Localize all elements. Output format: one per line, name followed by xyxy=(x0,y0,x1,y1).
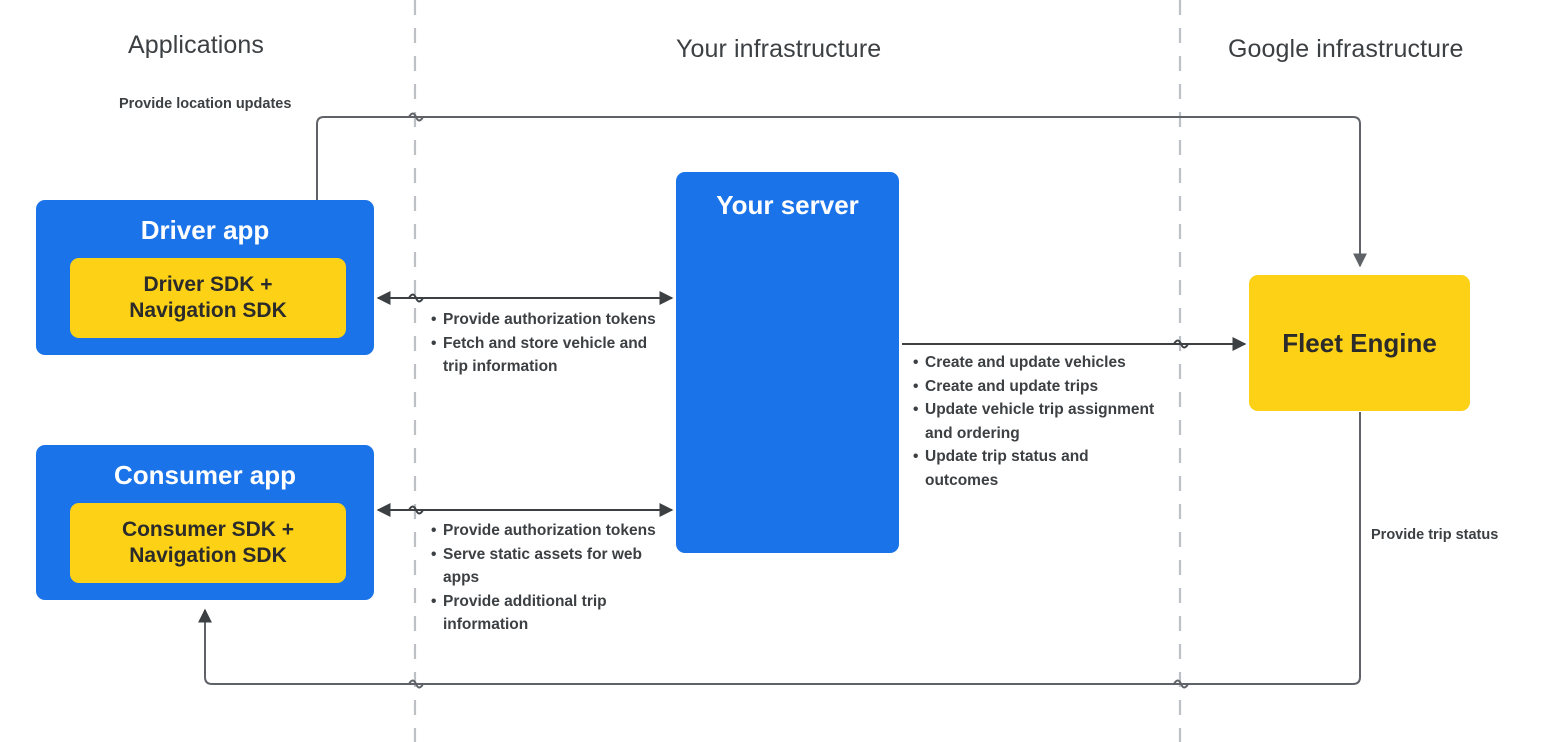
line-hop-server-fleet xyxy=(1173,339,1189,349)
bullet-item: Serve static assets for web apps xyxy=(431,543,656,590)
node-consumer-app-title: Consumer app xyxy=(113,460,297,490)
zone-title-applications: Applications xyxy=(128,31,265,59)
edge-bullets-consumer-to-server: Provide authorization tokensServe static… xyxy=(431,519,656,637)
edge-label-provide-location-updates: Provide location updates xyxy=(119,96,292,112)
node-consumer-sdk[interactable]: Consumer SDK + Navigation SDK xyxy=(70,503,346,583)
zone-title-your-infrastructure: Your infrastructure xyxy=(676,35,882,63)
bullet-item: Create and update vehicles xyxy=(913,351,1163,375)
node-fleet-engine-title: Fleet Engine xyxy=(1282,327,1437,358)
line-hop-driver-server xyxy=(408,293,424,303)
bullet-item: Create and update trips xyxy=(913,375,1163,399)
bullet-item: Update trip status and outcomes xyxy=(913,445,1163,492)
node-driver-app-title: Driver app xyxy=(140,215,270,245)
line-hop-bottom-right xyxy=(1173,679,1189,689)
edge-label-provide-trip-status: Provide trip status xyxy=(1371,527,1499,543)
node-consumer-sdk-line2: Navigation SDK xyxy=(129,544,287,567)
node-driver-sdk-line1: Driver SDK + xyxy=(143,272,273,296)
edge-driver-to-fleet-engine xyxy=(316,116,1367,268)
bullet-item: Provide authorization tokens xyxy=(431,519,656,543)
node-fleet-engine[interactable]: Fleet Engine xyxy=(1249,275,1470,411)
node-your-server[interactable]: Your server xyxy=(676,172,899,553)
edge-bullets-driver-to-server: Provide authorization tokensFetch and st… xyxy=(431,308,656,379)
node-driver-sdk-title: Driver SDK + Navigation SDK xyxy=(70,272,346,325)
node-driver-sdk[interactable]: Driver SDK + Navigation SDK xyxy=(70,258,346,338)
bullet-item: Provide additional trip information xyxy=(431,590,656,637)
bullet-item: Update vehicle trip assignment and order… xyxy=(913,398,1163,445)
bullet-item: Fetch and store vehicle and trip informa… xyxy=(431,332,656,379)
line-hop-consumer-server xyxy=(408,505,424,515)
node-driver-sdk-line2: Navigation SDK xyxy=(129,299,287,322)
node-your-server-title: Your server xyxy=(716,190,859,220)
bullet-item: Provide authorization tokens xyxy=(431,308,656,332)
edge-fleet-engine-to-consumer xyxy=(198,412,1361,685)
edge-bullets-server-to-fleet-engine: Create and update vehiclesCreate and upd… xyxy=(913,351,1163,492)
node-consumer-sdk-line1: Consumer SDK + xyxy=(121,517,295,541)
line-hop-bottom-left xyxy=(408,679,424,689)
zone-title-google-infrastructure: Google infrastructure xyxy=(1228,35,1464,63)
line-hop-top xyxy=(408,112,424,122)
node-consumer-sdk-title: Consumer SDK + Navigation SDK xyxy=(70,517,346,570)
